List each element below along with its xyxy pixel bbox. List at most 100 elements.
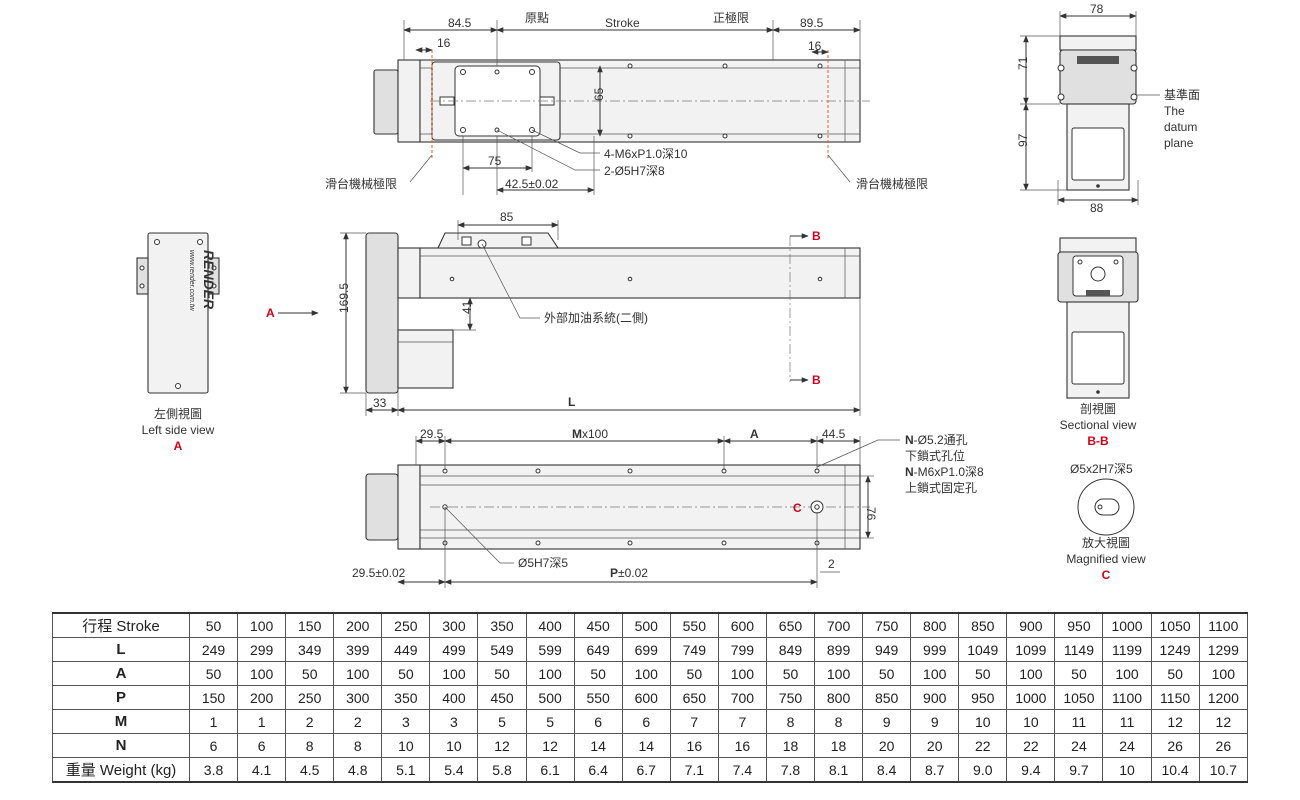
dim-L: L [568, 395, 575, 409]
dim-33: 33 [373, 396, 387, 410]
table-cell: 349 [285, 637, 335, 662]
brand-url: www.render.com.tw [188, 250, 195, 312]
dim-78: 78 [1090, 2, 1104, 16]
table-cell: 700 [814, 612, 864, 638]
table-cell: 100 [1006, 661, 1056, 686]
sectional-view: 剖視圖 Sectional view B-B [1057, 237, 1139, 448]
table-cell: 12 [1198, 709, 1249, 734]
table-cell: 299 [237, 637, 287, 662]
table-cell: 600 [717, 612, 767, 638]
note-n-letter-1: N [905, 433, 914, 447]
table-cell: 50 [188, 661, 239, 686]
dim-2: 2 [828, 557, 835, 571]
table-cell: 850 [958, 612, 1008, 638]
table-cell: 9.7 [1054, 757, 1104, 783]
table-cell: 14 [621, 733, 671, 758]
dim-88: 88 [1090, 201, 1104, 215]
table-cell: 600 [621, 685, 671, 710]
table-cell: 7.1 [669, 757, 719, 783]
table-cell: 18 [814, 733, 864, 758]
table-cell: 50 [188, 612, 239, 638]
section-marker-B-top: B [812, 229, 821, 243]
table-cell: 1050 [1054, 685, 1104, 710]
table-cell: 899 [814, 637, 864, 662]
table-cell: 7.8 [765, 757, 816, 783]
table-cell: 400 [429, 685, 479, 710]
bottom-view: 29.5 Mx100 A 44.5 76 29.5±0.02 P±0.02 2 … [352, 427, 984, 588]
table-cell: 649 [573, 637, 623, 662]
row-label: M [52, 709, 190, 734]
table-cell: 7 [669, 709, 719, 734]
table-cell: 2 [333, 709, 383, 734]
datum-label-en-2: datum [1164, 120, 1197, 134]
table-cell: 1150 [1150, 685, 1200, 710]
svg-text:RENDER: RENDER [201, 250, 217, 310]
table-cell: 50 [669, 661, 719, 686]
table-cell: 50 [862, 661, 912, 686]
table-cell: 800 [910, 612, 960, 638]
table-cell: 1050 [1150, 612, 1200, 638]
table-cell: 650 [765, 612, 816, 638]
dim-origin-label: 原點 [525, 11, 549, 25]
table-cell: 10 [958, 709, 1008, 734]
dim-A: A [750, 427, 759, 441]
table-cell: 399 [333, 637, 383, 662]
front-view: 85 169.5 41 33 L A B B 外部加油系統(二側) [266, 210, 861, 416]
table-cell: 100 [717, 661, 767, 686]
table-cell: 1 [237, 709, 287, 734]
table-cell: 350 [477, 612, 527, 638]
table-cell: 5.1 [381, 757, 431, 783]
table-cell: 1 [188, 709, 239, 734]
table-cell: 7 [717, 709, 767, 734]
table-cell: 20 [862, 733, 912, 758]
table-cell: 26 [1198, 733, 1249, 758]
table-cell: 749 [669, 637, 719, 662]
table-cell: 100 [814, 661, 864, 686]
table-cell: 50 [1054, 661, 1104, 686]
table-cell: 6 [573, 709, 623, 734]
table-cell: 16 [669, 733, 719, 758]
table-cell: 50 [765, 661, 816, 686]
top-view: 84.5 原點 Stroke 正極限 89.5 16 16 65 75 42.5… [325, 10, 928, 195]
table-cell: 12 [525, 733, 575, 758]
table-cell: 550 [669, 612, 719, 638]
table-cell: 4.1 [237, 757, 287, 783]
dim-71: 71 [1016, 56, 1030, 70]
table-cell: 1100 [1198, 612, 1249, 638]
left-side-view: www.render.com.tw RENDER 左側視圖 Left side … [136, 232, 220, 453]
dim-M-letter: M [572, 427, 582, 441]
table-cell: 450 [477, 685, 527, 710]
table-cell: 949 [862, 637, 912, 662]
detail-marker-C: C [793, 501, 802, 515]
callout-bottom-pin: Ø5H7深5 [518, 556, 568, 570]
table-cell: 250 [285, 685, 335, 710]
table-cell: 700 [717, 685, 767, 710]
table-cell: 3.8 [188, 757, 239, 783]
table-cell: 8 [765, 709, 816, 734]
dim-97: 97 [1016, 133, 1030, 147]
table-cell: 500 [621, 612, 671, 638]
table-cell: 50 [285, 661, 335, 686]
table-cell: 400 [525, 612, 575, 638]
table-cell: 1200 [1198, 685, 1249, 710]
dim-P-tol: ±0.02 [618, 566, 648, 580]
table-cell: 24 [1054, 733, 1104, 758]
table-cell: 3 [429, 709, 479, 734]
table-cell: 799 [717, 637, 767, 662]
table-cell: 849 [765, 637, 816, 662]
table-cell: 100 [333, 661, 383, 686]
row-label: A [52, 661, 190, 686]
table-cell: 1000 [1102, 612, 1152, 638]
table-cell: 550 [573, 685, 623, 710]
table-cell: 750 [862, 612, 912, 638]
table-cell: 50 [1150, 661, 1200, 686]
row-label: 重量 Weight (kg) [52, 757, 190, 783]
table-cell: 1299 [1198, 637, 1249, 662]
table-cell: 599 [525, 637, 575, 662]
note-through-hole: -Ø5.2通孔 [914, 433, 968, 447]
dim-44-5: 44.5 [822, 427, 846, 441]
table-cell: 50 [573, 661, 623, 686]
table-cell: 150 [188, 685, 239, 710]
